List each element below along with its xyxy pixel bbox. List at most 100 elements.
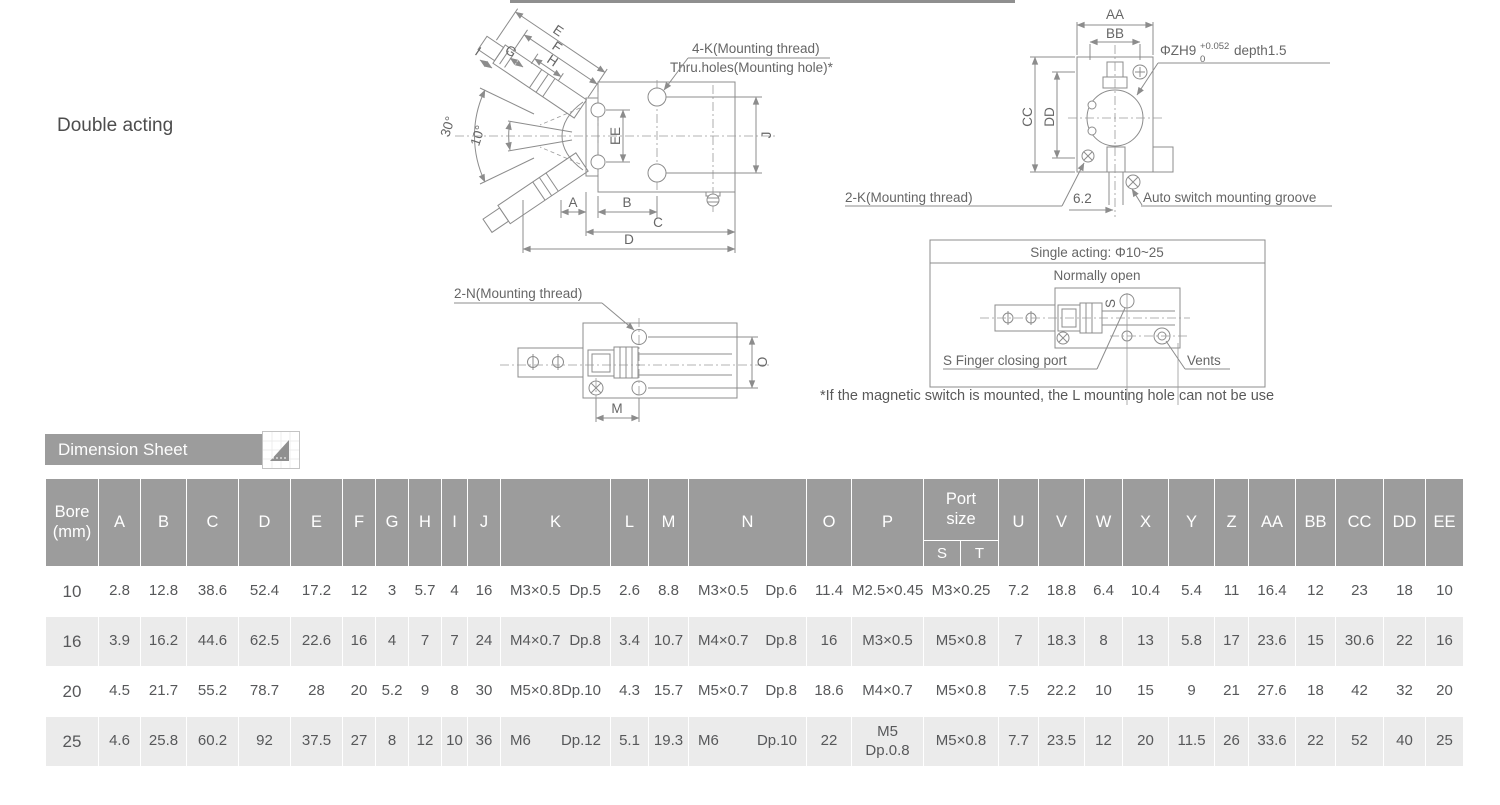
- table-cell: 5.2: [375, 666, 409, 717]
- dim-label-d: D: [624, 232, 634, 247]
- dimension-sheet-title: Dimension Sheet: [45, 434, 262, 465]
- table-cell: 10.4: [1122, 566, 1170, 617]
- side-centerlines: [500, 318, 770, 410]
- footnote: *If the magnetic switch is mounted, the …: [820, 388, 1275, 404]
- table-cell: 21.7: [140, 666, 187, 717]
- dim-label-ee: EE: [608, 127, 623, 145]
- table-cell: 28: [290, 666, 343, 717]
- table-cell: 52.4: [238, 566, 291, 617]
- dim-label-o: O: [755, 357, 770, 368]
- table-cell: 4.5: [98, 666, 141, 717]
- table-cell: 23.5: [1038, 716, 1086, 767]
- single-acting-drawing: Single acting: Φ10~25 Normally open: [929, 239, 1266, 405]
- note-auto-switch-groove: Auto switch mounting groove: [1143, 190, 1316, 205]
- table-cell: 16.4: [1248, 566, 1297, 617]
- table-cell: 8: [441, 666, 468, 717]
- table-cell: 40: [1383, 716, 1427, 767]
- table-cell: 22: [806, 716, 852, 767]
- column-header: E: [290, 478, 343, 567]
- table-cell: 2.6: [610, 566, 649, 617]
- hole-depth-label: depth1.5: [1234, 43, 1287, 58]
- table-cell: 4.6: [98, 716, 141, 767]
- table-cell: 42: [1335, 666, 1385, 717]
- dim-aa-bb: [1076, 21, 1154, 60]
- table-cell: M5×0.8: [922, 616, 1000, 667]
- hole-tolerance-lower: 0: [1200, 54, 1205, 65]
- table-cell: 18.8: [1038, 566, 1086, 617]
- dim-o: [648, 336, 758, 389]
- note-2k-thread: 2-K(Mounting thread): [845, 190, 973, 205]
- note-leader: [663, 57, 830, 91]
- column-header: U: [998, 478, 1040, 567]
- table-cell: 8.8: [648, 566, 689, 617]
- hole-spec-leader: [1136, 62, 1330, 96]
- table-cell: 7: [408, 616, 442, 667]
- bore-cell: 25: [45, 716, 99, 767]
- column-header: EE: [1425, 478, 1465, 567]
- table-cell: 4.3: [610, 666, 649, 717]
- table-cell: 12: [1084, 716, 1124, 767]
- table-cell: 16.2: [140, 616, 187, 667]
- dim-label-bb: BB: [1106, 26, 1124, 41]
- table-cell: 8: [1084, 616, 1124, 667]
- table-cell: 5.4: [1168, 566, 1216, 617]
- table-cell: 24: [467, 616, 501, 667]
- table-cell: 18.6: [806, 666, 852, 717]
- dim-label-c: C: [653, 215, 663, 230]
- table-cell: 3.4: [610, 616, 649, 667]
- table-cell: 30.6: [1335, 616, 1385, 667]
- table-cell: 44.6: [186, 616, 239, 667]
- table-cell: 16: [806, 616, 852, 667]
- mounting-holes: [590, 87, 667, 183]
- table-cell: 16: [342, 616, 376, 667]
- table-cell: 25: [1425, 716, 1465, 767]
- groove-leader: [1131, 188, 1332, 207]
- ruler-icon: [262, 431, 300, 469]
- side-body: [517, 322, 738, 399]
- table-cell: 22.2: [1038, 666, 1086, 717]
- table-cell: 16: [467, 566, 501, 617]
- dims-bottom: [522, 192, 736, 253]
- table-cell: 55.2: [186, 666, 239, 717]
- dim-label-62: 6.2: [1073, 191, 1092, 206]
- dim-label-cc: CC: [1020, 107, 1035, 127]
- table-cell: 4: [375, 616, 409, 667]
- hidden-edges: [539, 107, 581, 165]
- table-cell: 10: [1425, 566, 1465, 617]
- top-divider: [510, 0, 1015, 3]
- column-header: L: [610, 478, 649, 567]
- table-cell: 62.5: [238, 616, 291, 667]
- column-header: T: [959, 540, 1000, 567]
- port-mark-s: S: [1103, 299, 1118, 308]
- table-cell: 20: [1122, 716, 1170, 767]
- column-header: DD: [1383, 478, 1427, 567]
- table-cell: M5×0.8: [922, 666, 1000, 717]
- hole-tolerance-upper: +0.052: [1200, 41, 1229, 52]
- column-header: G: [375, 478, 409, 567]
- table-cell: 17: [1214, 616, 1250, 667]
- note-vents: Vents: [1187, 353, 1221, 368]
- column-header: Bore(mm): [45, 478, 99, 567]
- table-cell: 23: [1335, 566, 1385, 617]
- table-cell: 20: [342, 666, 376, 717]
- table-cell: M3×0.25: [922, 566, 1000, 617]
- table-cell: 6.4: [1084, 566, 1124, 617]
- column-header: K: [500, 478, 611, 567]
- table-cell: 22: [1383, 616, 1427, 667]
- finger-upper: E F H: [477, 8, 608, 119]
- table-cell: 11: [1214, 566, 1250, 617]
- table-cell: 37.5: [290, 716, 343, 767]
- dim-ee: [606, 109, 630, 163]
- column-header: M: [648, 478, 689, 567]
- table-cell: 16: [1425, 616, 1465, 667]
